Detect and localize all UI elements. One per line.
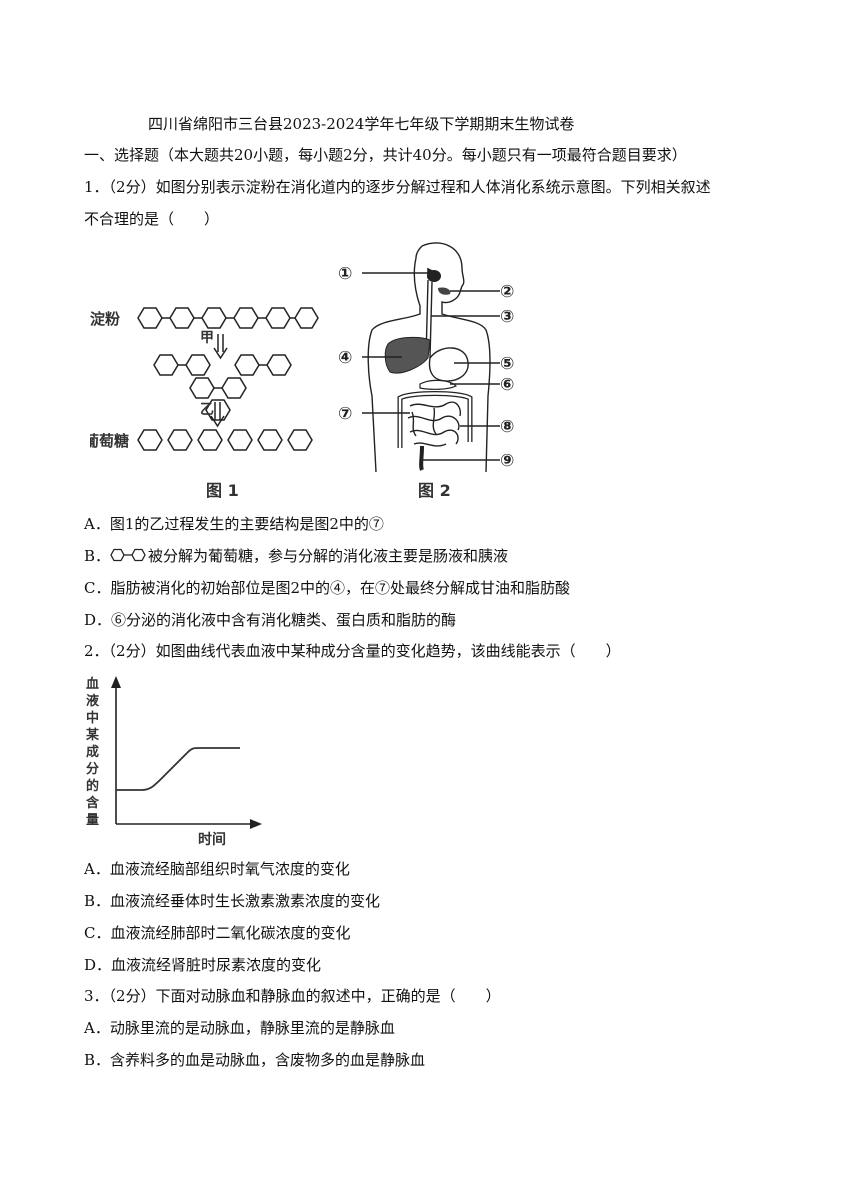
q2-option-c: C．血液流经肺部时二氧化碳浓度的变化 — [84, 924, 351, 942]
rectum-shape — [419, 445, 424, 471]
x-axis-label: 时间 — [198, 831, 226, 848]
q2-option-a: A．血液流经脑部组织时氧气浓度的变化 — [84, 860, 350, 878]
label-3: ③ — [500, 307, 514, 327]
label-7: ⑦ — [338, 404, 352, 424]
label-jia: 甲 — [200, 330, 214, 346]
q1-stem-line2: 不合理的是（ ） — [84, 210, 220, 228]
y-axis-label-char: 量 — [86, 813, 99, 828]
liver-shape — [384, 336, 431, 374]
q2-option-d: D．血液流经肾脏时尿素浓度的变化 — [84, 956, 322, 974]
y-axis-arrow — [111, 676, 121, 688]
q3-stem: 3．（2分）下面对动脉血和静脉血的叙述中，正确的是（ ） — [84, 987, 501, 1005]
y-axis-label-char: 液 — [86, 693, 99, 709]
starch-chain — [137, 307, 319, 329]
y-axis-label-char: 的 — [86, 778, 99, 794]
pancreas-shape — [419, 379, 458, 390]
glucose-units — [137, 429, 313, 451]
dextrin-fragments — [153, 354, 292, 421]
q1-option-a: A．图1的乙过程发生的主要结构是图2中的⑦ — [84, 515, 384, 533]
y-axis-label-char: 中 — [86, 710, 99, 726]
y-axis-label-char: 某 — [85, 727, 100, 743]
y-axis-label-char: 含 — [85, 795, 100, 811]
mouth-shape — [438, 287, 451, 295]
q3-option-a: A．动脉里流的是动脉血，静脉里流的是静脉血 — [84, 1019, 395, 1037]
q1-stem-line1: 1．（2分）如图分别表示淀粉在消化道内的逐步分解过程和人体消化系统示意图。下列相… — [84, 178, 711, 196]
label-5: ⑤ — [500, 354, 514, 374]
label-starch: 淀粉 — [90, 310, 120, 328]
q1-option-b-text: 被分解为葡萄糖，参与分解的消化液主要是肠液和胰液 — [148, 547, 509, 565]
label-9: ⑨ — [500, 451, 514, 471]
label-2: ② — [500, 282, 514, 302]
trend-curve — [116, 747, 240, 791]
x-axis-arrow — [250, 819, 262, 829]
section-heading: 一、选择题（本大题共20小题，每小题2分，共计40分。每小题只有一项最符合题目要… — [84, 146, 687, 164]
q3-option-b: B．含养料多的血是动脉血，含废物多的血是静脉血 — [84, 1051, 426, 1069]
y-axis-label-char: 成 — [86, 744, 99, 760]
figure-2-caption: 图 2 — [418, 481, 451, 500]
stomach-shape — [428, 347, 469, 382]
figure-1-caption: 图 1 — [206, 481, 239, 500]
small-intestine-shape — [407, 401, 462, 447]
q2-stem: 2．（2分）如图曲线代表血液中某种成分含量的变化趋势，该曲线能表示（ ） — [84, 642, 621, 660]
label-4: ④ — [338, 348, 352, 368]
q1-option-c: C．脂肪被消化的初始部位是图2中的④，在⑦处最终分解成甘油和脂肪酸 — [84, 579, 571, 597]
label-glucose: 葡萄糖 — [90, 432, 129, 450]
exam-title: 四川省绵阳市三台县2023-2024学年七年级下学期期末生物试卷 — [148, 115, 575, 133]
q1-option-d: D．⑥分泌的消化液中含有消化糖类、蛋白质和脂肪的酶 — [84, 611, 457, 629]
label-6: ⑥ — [500, 375, 514, 395]
disaccharide-icon — [110, 548, 146, 562]
label-1: ① — [338, 264, 352, 284]
body-outline — [367, 242, 491, 473]
label-8: ⑧ — [500, 417, 514, 437]
arrow-jia — [213, 334, 228, 360]
q2-option-b: B．血液流经垂体时生长激素激素浓度的变化 — [84, 892, 381, 910]
arrow-yi — [210, 402, 225, 428]
q1-option-b: B． 被分解为葡萄糖，参与分解的消化液主要是肠液和胰液 — [84, 546, 508, 566]
y-axis-label-char: 血 — [86, 676, 99, 692]
y-axis-label-char: 分 — [86, 761, 99, 777]
figure-2-digestive-system: ① ② ③ ④ ⑤ ⑥ ⑦ ⑧ ⑨ 图 2 — [338, 242, 514, 500]
label-yi: 乙 — [200, 402, 214, 418]
q1-option-b-prefix: B． — [84, 547, 111, 565]
figure-1-starch-breakdown: 淀粉 甲 乙 葡萄糖 图 1 — [90, 307, 319, 500]
